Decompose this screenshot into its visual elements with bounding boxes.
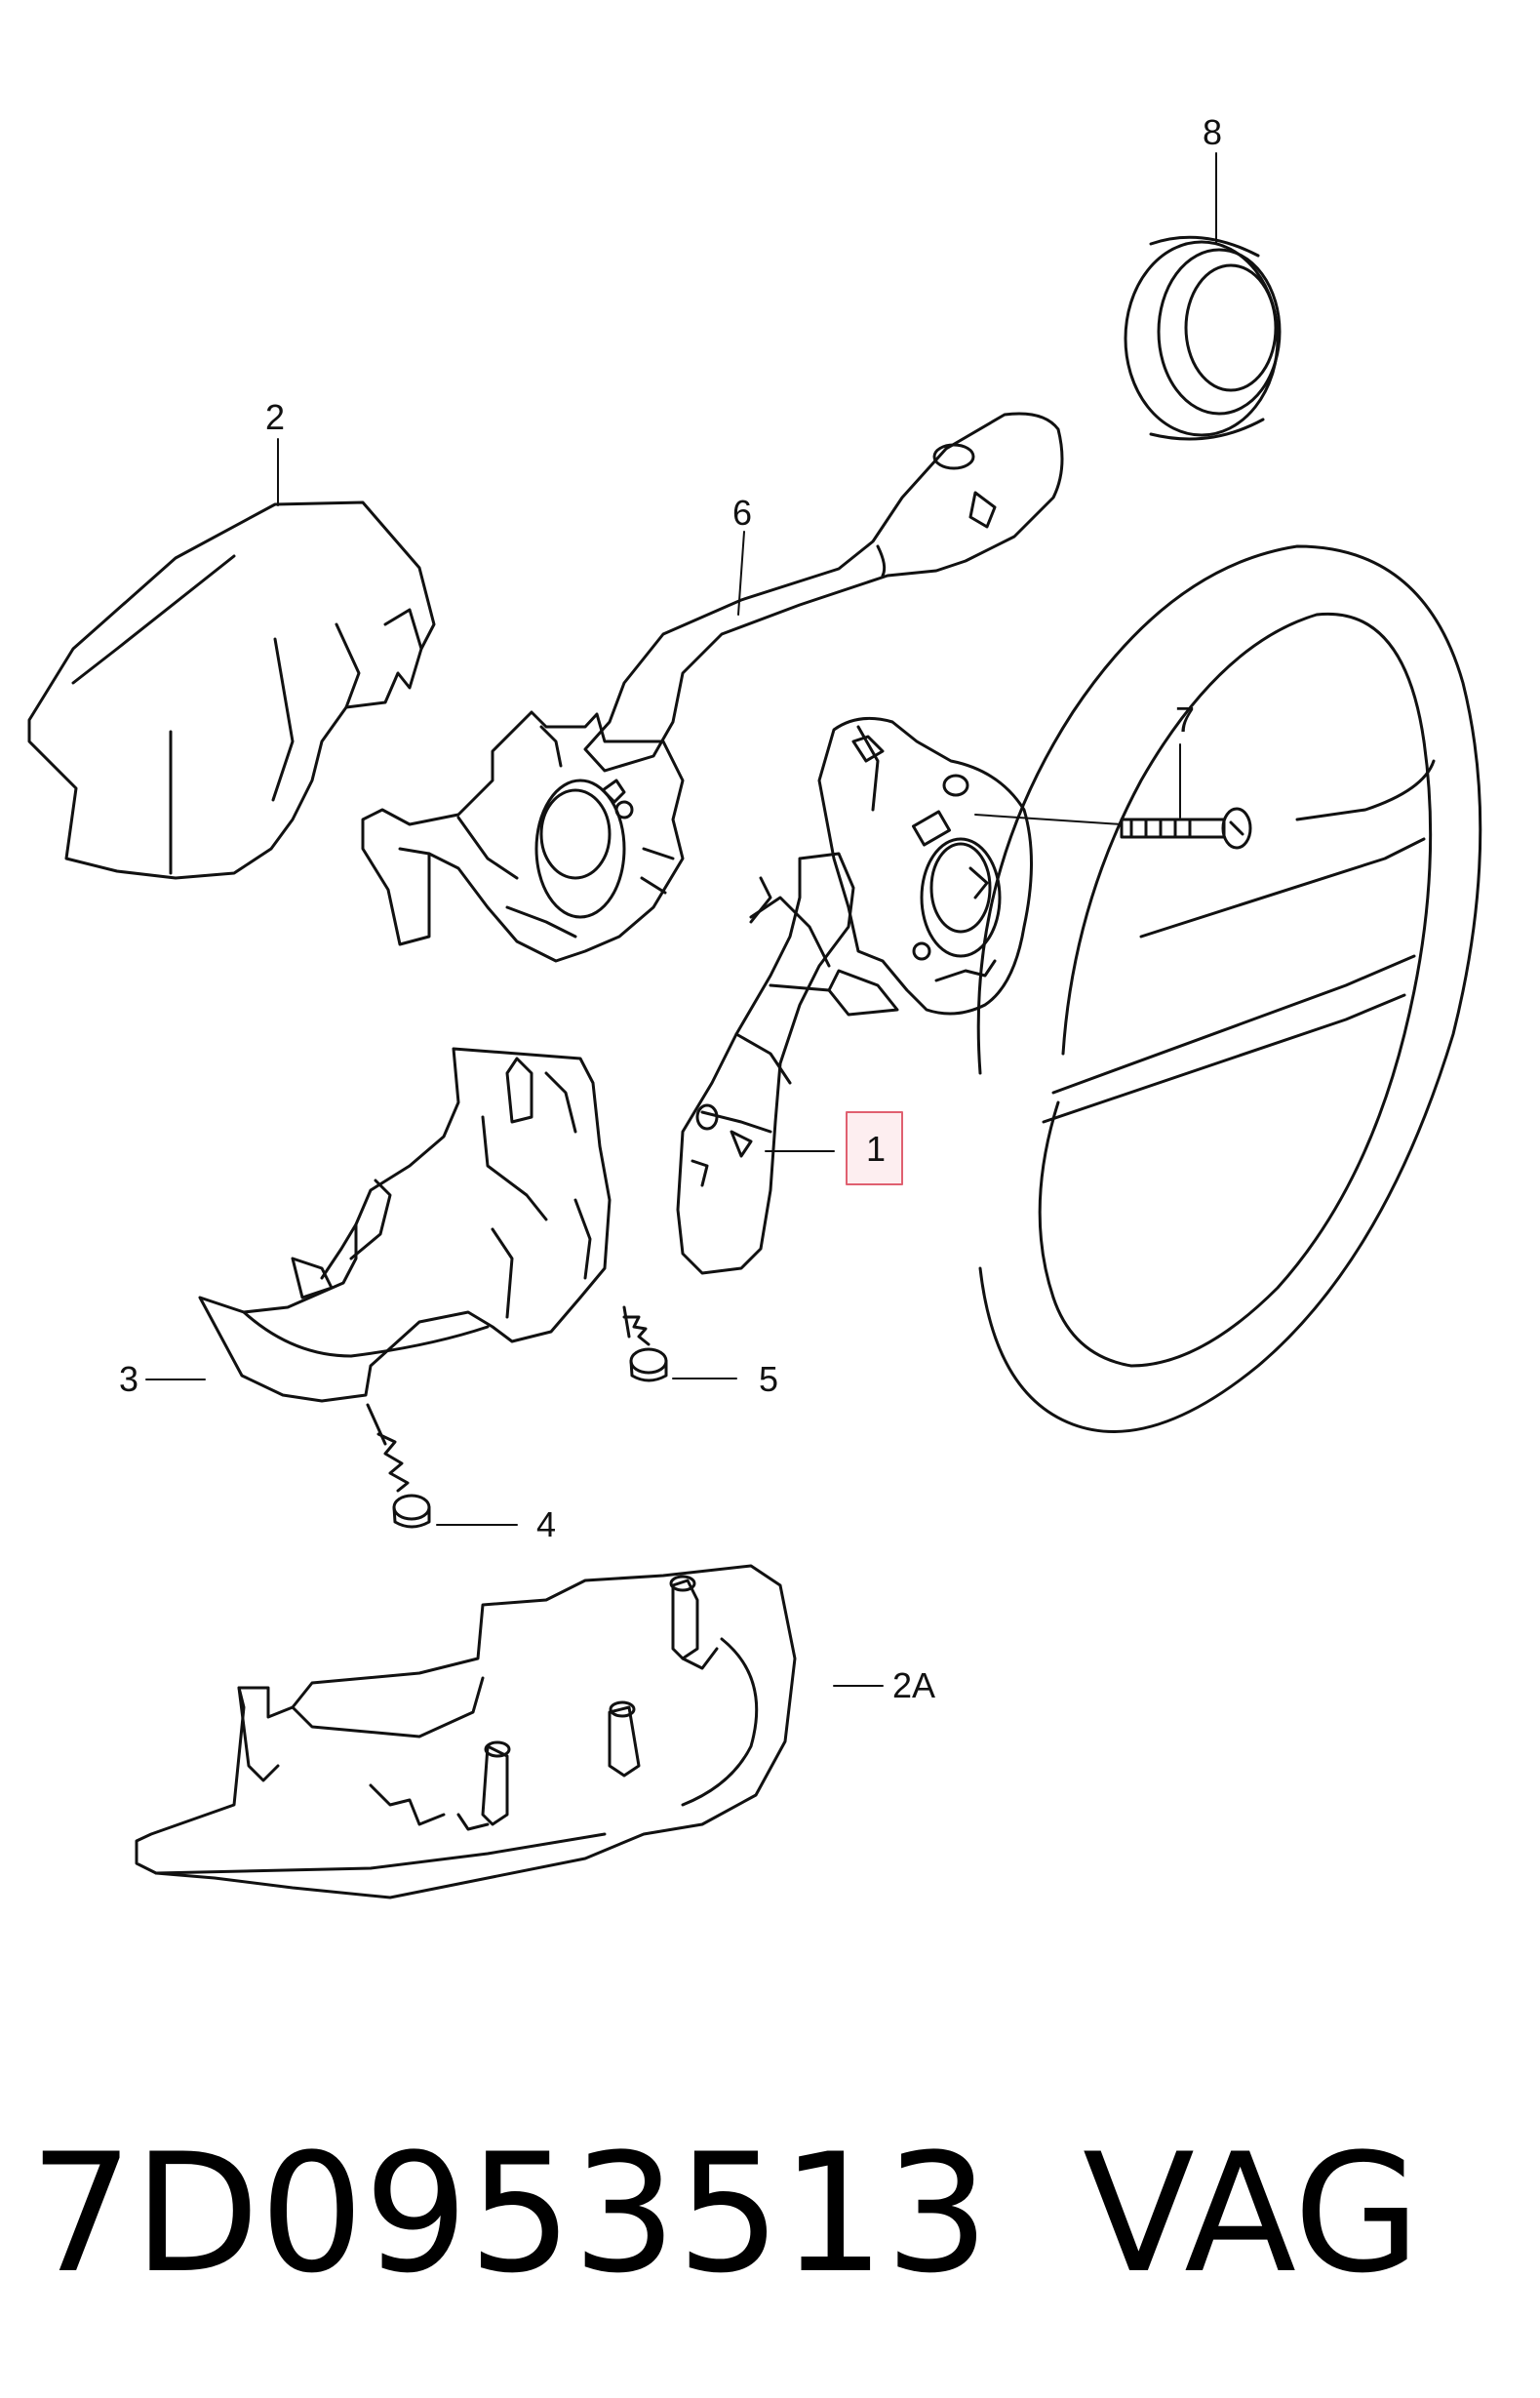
- part-1-combination-switch: [678, 718, 1032, 1273]
- part-number-text: 7D0953513: [29, 2118, 990, 2309]
- leader-6: [738, 532, 744, 615]
- callout-3: 3: [119, 1359, 138, 1399]
- callout-7: 7: [1175, 699, 1195, 739]
- brand-text: VAG: [1083, 2118, 1421, 2309]
- callout-1: 1: [866, 1129, 886, 1169]
- part-5-screw: [624, 1307, 666, 1380]
- part-2-upper-trim: [29, 502, 434, 878]
- callout-5: 5: [759, 1359, 778, 1399]
- leader-7b: [975, 815, 1122, 824]
- callout-4: 4: [536, 1504, 556, 1544]
- part-6-switch-stalk: [363, 414, 1062, 961]
- part-8-ring: [1125, 237, 1280, 439]
- steering-wheel: [978, 546, 1481, 1432]
- part-4-screw: [368, 1405, 429, 1527]
- callout-2a: 2A: [892, 1665, 935, 1705]
- part-2a-lower-cover: [137, 1566, 795, 1898]
- leader-lines: [146, 153, 1216, 1686]
- callout-6: 6: [732, 493, 752, 533]
- callout-8: 8: [1203, 112, 1222, 152]
- callout-1-highlight: [847, 1112, 902, 1184]
- callout-labels: 8 2 6 7 1 3 5 4 2A: [119, 112, 1222, 1705]
- part-3-lower-trim: [200, 1049, 610, 1401]
- part-7-screw: [1122, 809, 1250, 848]
- callout-2: 2: [265, 397, 285, 437]
